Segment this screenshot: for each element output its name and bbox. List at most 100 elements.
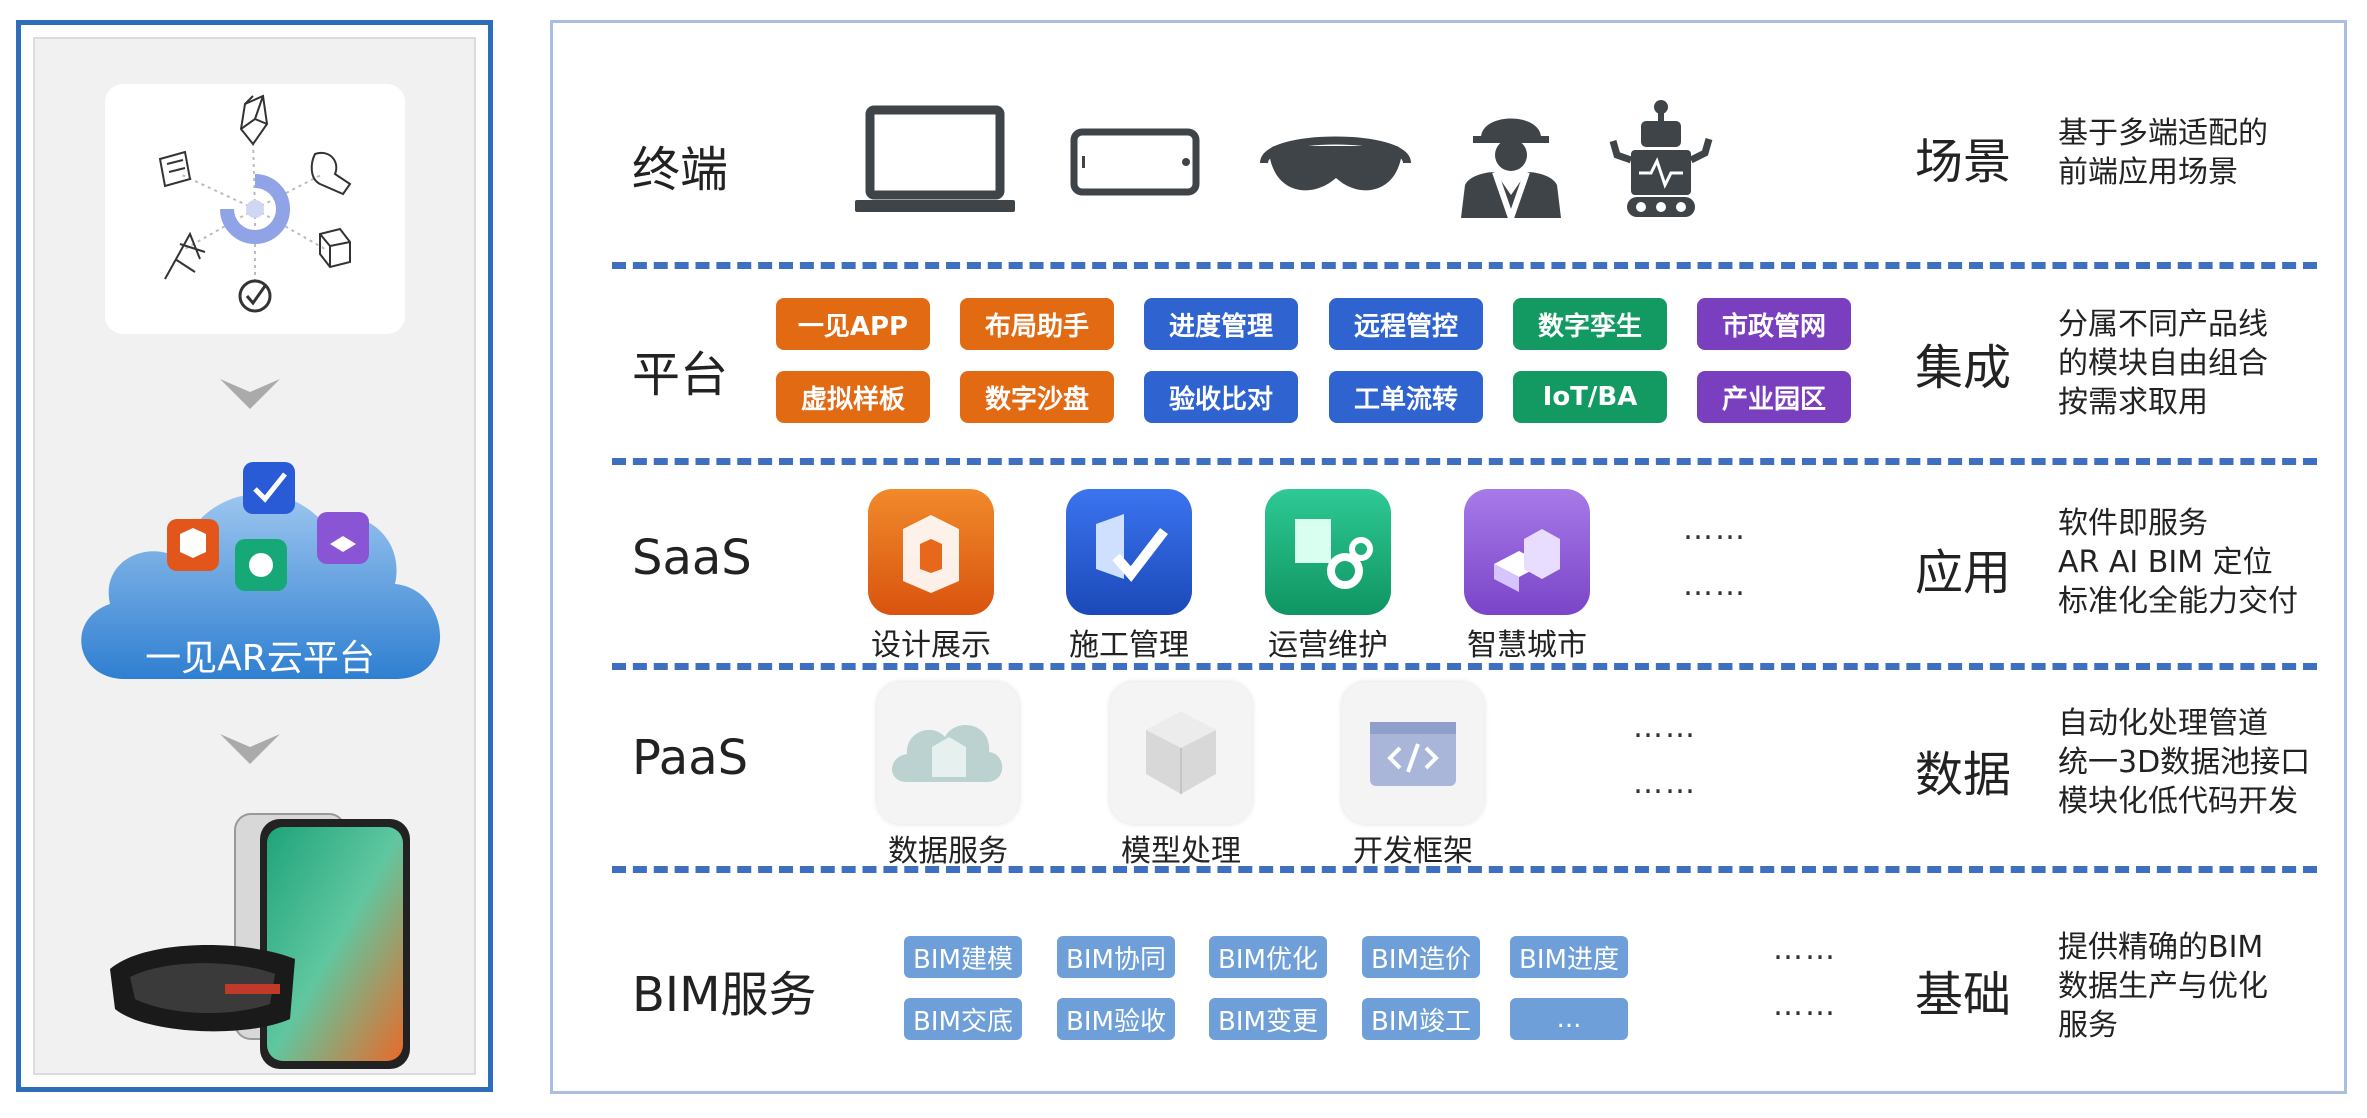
layer-title-paas: PaaS	[632, 730, 749, 786]
desc-line: 前端应用场景	[2058, 155, 2238, 190]
bim-service-chip[interactable]: BIM协同	[1057, 936, 1175, 978]
category-scene: 场景	[1915, 134, 2012, 190]
platform-module-button[interactable]: 市政管网	[1697, 298, 1851, 350]
layer-title-platform: 平台	[632, 347, 729, 403]
architecture-tool-icon	[239, 94, 269, 146]
platform-module-button[interactable]: 虚拟样板	[776, 371, 930, 423]
desc-line: 提供精确的BIM	[2058, 930, 2264, 965]
paas-label: 数据服务	[888, 834, 1008, 869]
tablet-icon	[1070, 128, 1200, 196]
bim-more: ……	[1773, 932, 1837, 967]
desc-line: AR AI BIM 定位	[2058, 545, 2273, 580]
paas-more: ……	[1633, 710, 1697, 745]
desc-line: 分属不同产品线	[2058, 307, 2268, 342]
book-tool-icon	[158, 150, 192, 188]
saas-more: ……	[1683, 568, 1747, 603]
data-service-icon[interactable]	[877, 682, 1019, 824]
desc-line: 的模块自由组合	[2058, 346, 2268, 381]
bim-service-chip[interactable]: BIM造价	[1362, 936, 1480, 978]
operations-app-icon[interactable]	[1265, 489, 1391, 615]
bim-service-chip[interactable]: BIM交底	[904, 998, 1022, 1040]
bim-service-chip[interactable]: BIM竣工	[1362, 998, 1480, 1040]
paas-more: ……	[1633, 766, 1697, 801]
bim-service-chip[interactable]: BIM建模	[904, 936, 1022, 978]
desc-application: 软件即服务 AR AI BIM 定位 标准化全能力交付	[2058, 504, 2298, 621]
operations-app-small-icon	[235, 539, 287, 591]
layer-divider	[612, 458, 2317, 465]
bim-service-chip[interactable]: BIM优化	[1209, 936, 1327, 978]
category-application: 应用	[1915, 545, 2012, 601]
design-tools-card	[105, 84, 405, 334]
desc-data: 自动化处理管道 统一3D数据池接口 模块化低代码开发	[2058, 704, 2310, 821]
bim-service-chip[interactable]: ...	[1510, 998, 1628, 1040]
layer-title-terminal: 终端	[632, 142, 729, 198]
desc-line: 基于多端适配的	[2058, 116, 2268, 151]
construction-app-icon[interactable]	[1066, 489, 1192, 615]
paas-label: 模型处理	[1121, 834, 1241, 869]
robot-icon	[1609, 100, 1713, 217]
cube-tool-icon	[319, 227, 351, 269]
platform-module-button[interactable]: 一见APP	[776, 298, 930, 350]
hand-tool-icon	[310, 151, 352, 196]
desc-line: 按需求取用	[2058, 385, 2208, 420]
desc-foundation: 提供精确的BIM 数据生产与优化 服务	[2058, 928, 2268, 1045]
construction-app-small-icon	[243, 462, 295, 514]
compass-tool-icon	[164, 231, 206, 280]
layer-title-saas: SaaS	[632, 530, 752, 586]
arrow-down-icon	[220, 734, 280, 764]
platform-module-button[interactable]: 工单流转	[1329, 371, 1483, 423]
left-panel-inner: 一见AR云平台	[33, 37, 476, 1075]
smart-city-app-icon[interactable]	[1464, 489, 1590, 615]
worker-icon	[1461, 118, 1561, 220]
platform-module-button[interactable]: 数字沙盘	[960, 371, 1114, 423]
layer-title-bim: BIM服务	[632, 967, 817, 1023]
cloud-platform: 一见AR云平台	[65, 444, 455, 689]
platform-module-button[interactable]: 远程管控	[1329, 298, 1483, 350]
platform-module-button[interactable]: IoT/BA	[1513, 371, 1667, 423]
desc-line: 自动化处理管道	[2058, 706, 2268, 741]
paas-label: 开发框架	[1353, 834, 1473, 869]
bim-service-chip[interactable]: BIM验收	[1057, 998, 1175, 1040]
category-integration: 集成	[1915, 340, 2012, 396]
check-tool-icon	[238, 279, 272, 313]
cloud-label: 一见AR云平台	[145, 638, 375, 679]
desc-line: 模块化低代码开发	[2058, 784, 2298, 819]
saas-label: 设计展示	[871, 628, 991, 663]
bim-more: ……	[1773, 988, 1837, 1023]
smart-city-app-small-icon	[317, 512, 369, 564]
saas-label: 运营维护	[1268, 628, 1388, 663]
saas-label: 智慧城市	[1467, 628, 1587, 663]
platform-module-button[interactable]: 进度管理	[1144, 298, 1298, 350]
saas-more: ……	[1683, 512, 1747, 547]
design-app-small-icon	[167, 519, 219, 571]
category-data: 数据	[1915, 747, 2012, 803]
devices-image	[105, 809, 415, 1079]
left-panel: 一见AR云平台	[16, 20, 493, 1092]
bim-service-chip[interactable]: BIM变更	[1209, 998, 1327, 1040]
dev-framework-icon[interactable]	[1342, 682, 1484, 824]
architecture-panel	[550, 20, 2347, 1094]
bim-service-chip[interactable]: BIM进度	[1510, 936, 1628, 978]
desc-line: 软件即服务	[2058, 506, 2208, 541]
vr-headset-icon	[1260, 136, 1411, 191]
center-logo-icon	[220, 174, 290, 244]
desc-line: 数据生产与优化	[2058, 969, 2268, 1004]
arrow-down-icon	[220, 379, 280, 409]
design-app-icon[interactable]	[868, 489, 994, 615]
layer-divider	[612, 866, 2317, 873]
desc-scene: 基于多端适配的 前端应用场景	[2058, 114, 2268, 192]
desc-integration: 分属不同产品线 的模块自由组合 按需求取用	[2058, 305, 2268, 422]
platform-module-button[interactable]: 验收比对	[1144, 371, 1298, 423]
desc-line: 统一3D数据池接口	[2058, 745, 2311, 780]
layer-divider	[612, 262, 2317, 269]
category-foundation: 基础	[1915, 967, 2012, 1023]
laptop-icon	[855, 105, 1015, 212]
platform-module-button[interactable]: 布局助手	[960, 298, 1114, 350]
model-processing-icon[interactable]	[1110, 682, 1252, 824]
platform-module-button[interactable]: 数字孪生	[1513, 298, 1667, 350]
desc-line: 标准化全能力交付	[2058, 584, 2298, 619]
layer-divider	[612, 663, 2317, 670]
desc-line: 服务	[2058, 1008, 2118, 1043]
platform-module-button[interactable]: 产业园区	[1697, 371, 1851, 423]
saas-label: 施工管理	[1069, 628, 1189, 663]
